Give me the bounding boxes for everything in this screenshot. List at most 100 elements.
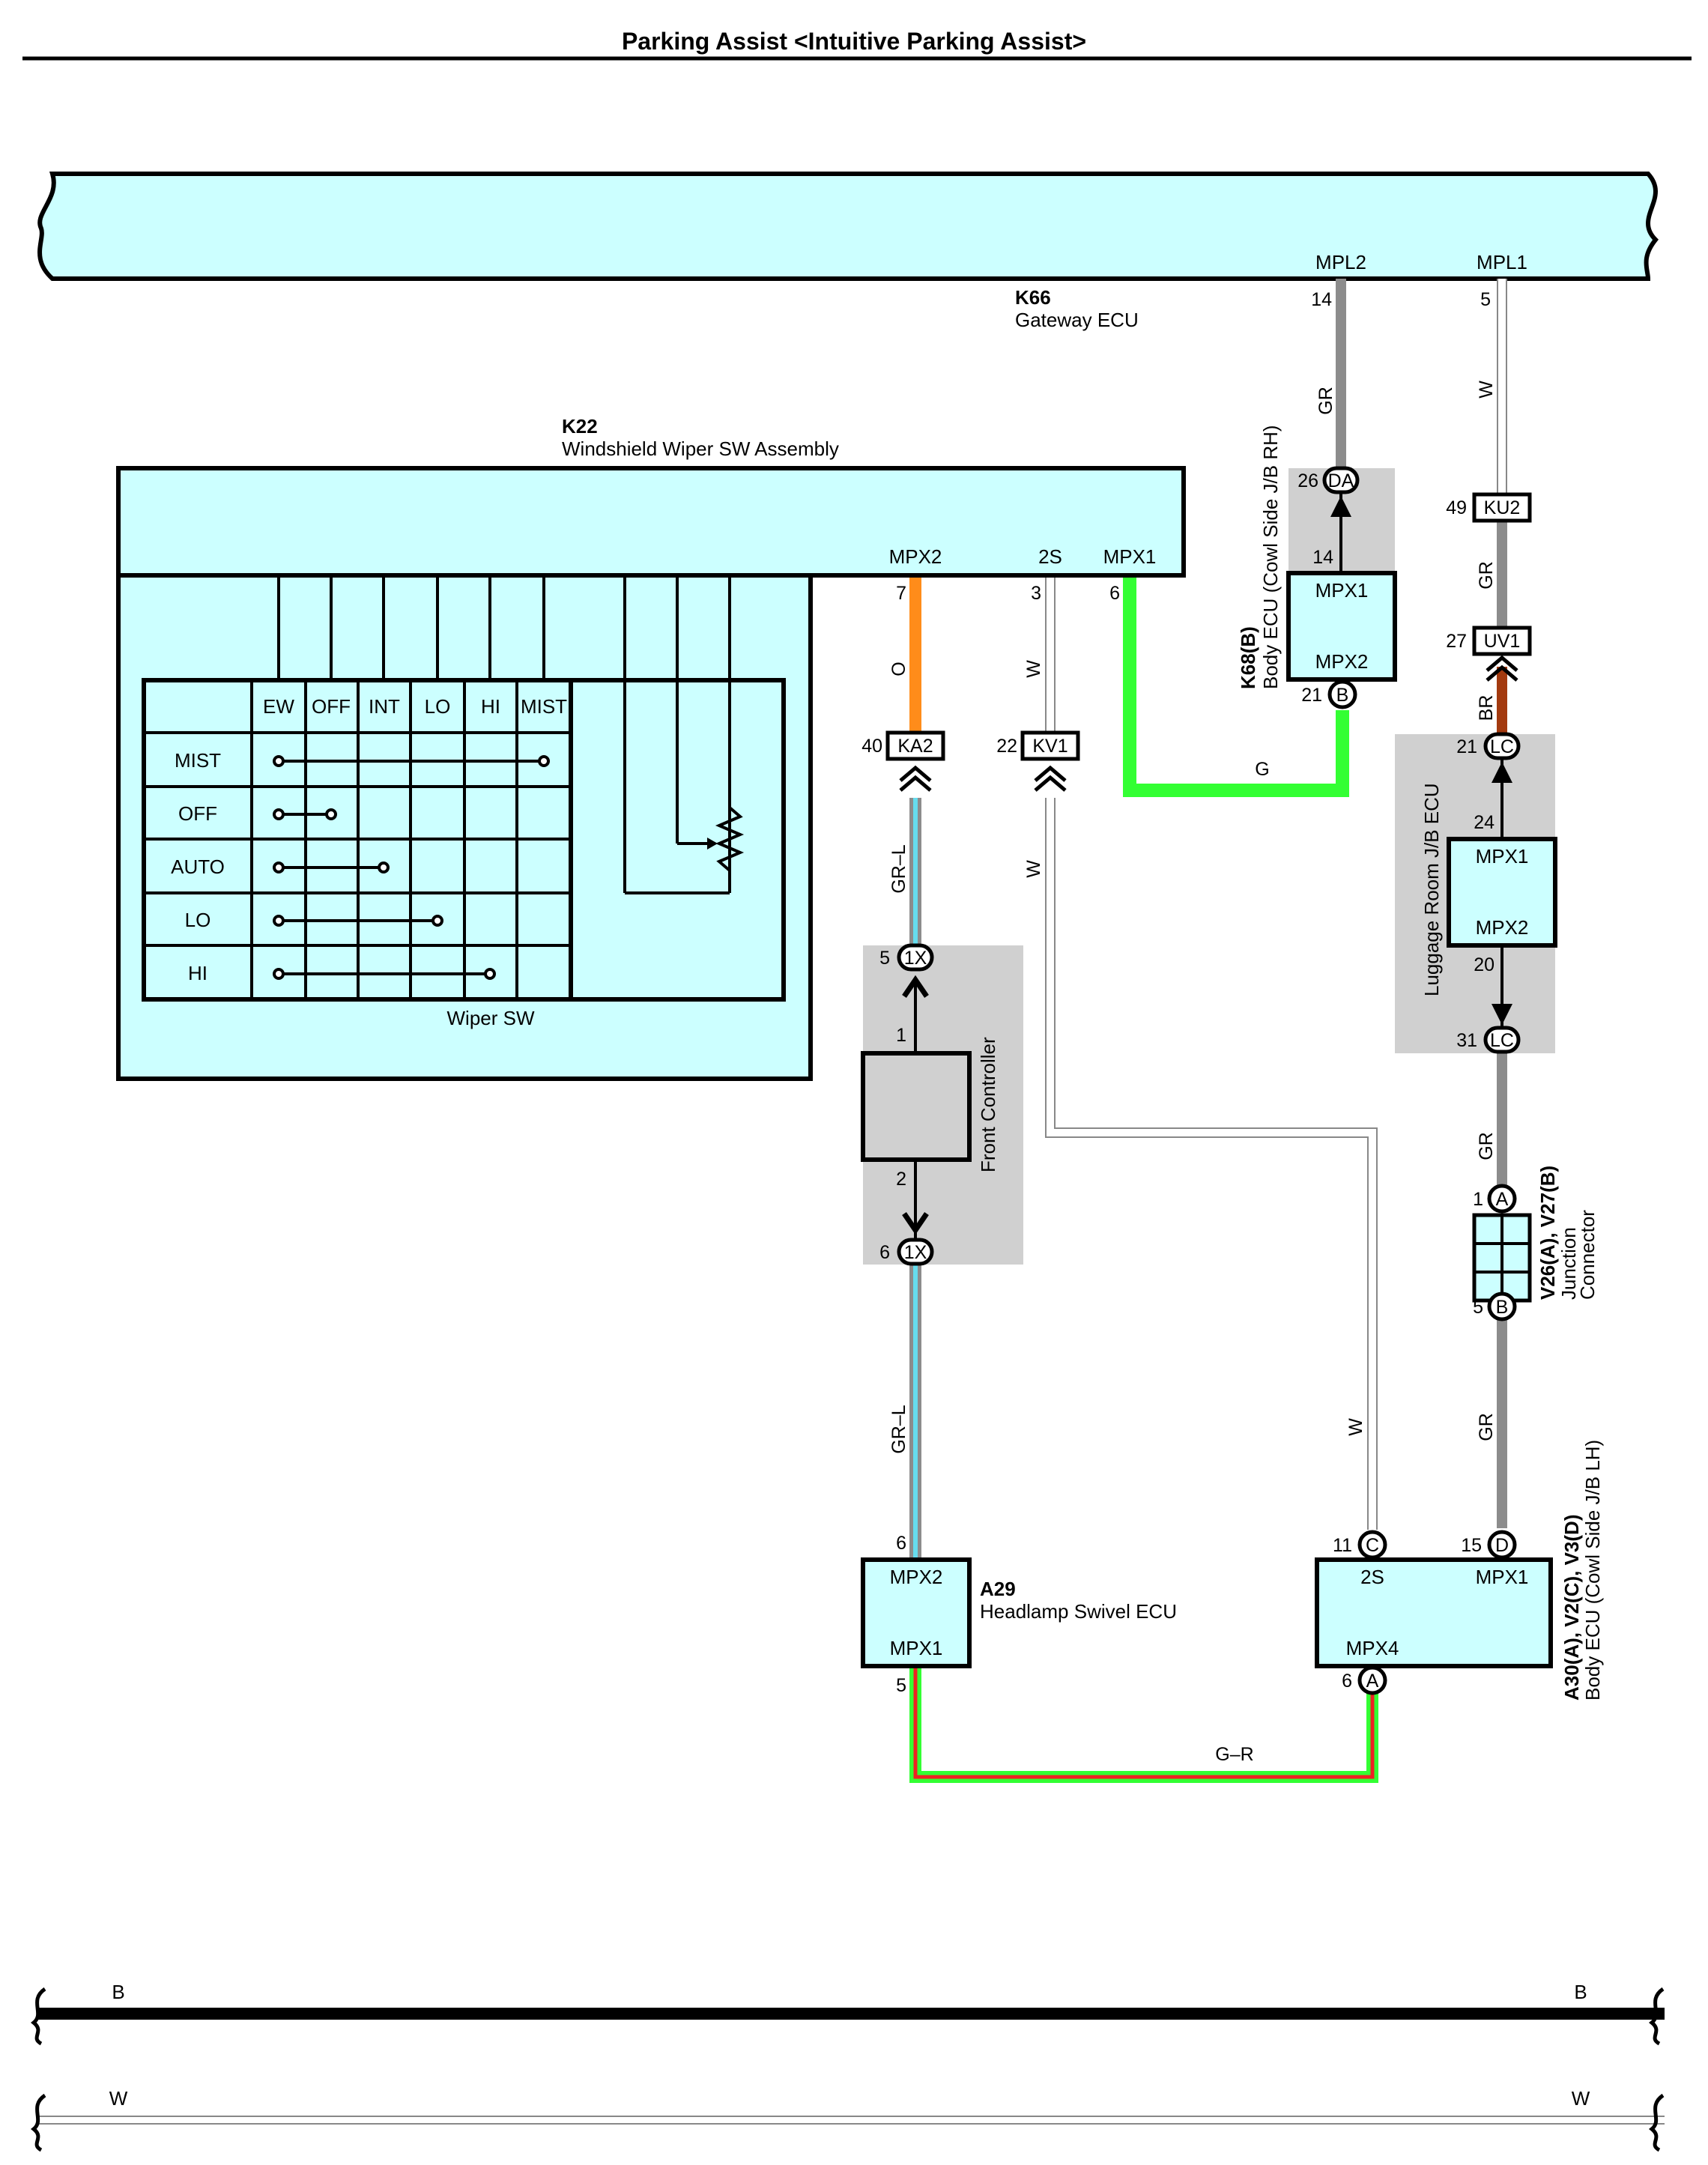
bus-b-right-cap xyxy=(1649,1987,1665,2046)
wiper-sw-label: Wiper SW xyxy=(447,1007,535,1029)
wire-label-br-uv1: BR xyxy=(1476,695,1497,721)
ku2-connector-pin: 49 xyxy=(1446,497,1467,518)
wire-label-grl-lower: GR–L xyxy=(888,1405,909,1453)
junction-line2: Connector xyxy=(1576,1210,1599,1300)
da-connector-code: DA xyxy=(1328,470,1354,491)
page-title: Parking Assist <Intuitive Parking Assist… xyxy=(622,28,1086,55)
bus-b-left-cap xyxy=(31,1987,46,2046)
wire-g-body xyxy=(1123,575,1349,797)
wiper-code: K22 xyxy=(562,415,598,437)
ku2-connector xyxy=(1472,492,1532,523)
body-ecu-rh xyxy=(1286,571,1397,682)
front-controller-name: Front Controller xyxy=(977,1037,999,1172)
bus-w-left-label: W xyxy=(109,2087,128,2110)
front-controller-1x-top-pin: 5 xyxy=(879,948,890,969)
front-controller-pin-bottom-no: 2 xyxy=(896,1169,906,1190)
switch-table-grid xyxy=(144,680,573,999)
body-ecu-lh-pin-d-letter: D xyxy=(1495,1535,1509,1556)
bus-w-right-cap xyxy=(1649,2093,1665,2152)
body-ecu-rh-pin-top: MPX1 xyxy=(1315,579,1369,602)
ka2-connector-pin: 40 xyxy=(861,736,882,757)
ka2-connector xyxy=(885,730,945,761)
junction-pin-a-no: 1 xyxy=(1473,1189,1483,1210)
sw-row-hi: HI xyxy=(188,962,208,984)
front-controller-pin-top-no: 1 xyxy=(896,1025,906,1046)
body-ecu-lh-pin-2s: 2S xyxy=(1360,1566,1384,1588)
junction-connector-grid xyxy=(1474,1215,1530,1300)
wiper-pin-2s: 2S xyxy=(1038,545,1062,568)
gateway-pin-mpl1: MPL1 xyxy=(1477,251,1527,273)
kv1-connector xyxy=(1020,730,1080,761)
body-ecu-lh-code: A30(A), V2(C), V3(D) xyxy=(1560,1515,1583,1701)
body-ecu-rh-pin-b xyxy=(1327,679,1357,709)
front-controller-1x-bottom-code: 1X xyxy=(904,1242,927,1263)
wire-w-lower-inner xyxy=(1047,798,1376,1530)
front-controller-chevron-bottom-icon xyxy=(902,1212,929,1235)
body-ecu-lh-pin-d-no: 15 xyxy=(1461,1535,1482,1556)
wire-w-lower-outer xyxy=(1045,798,1378,1530)
body-ecu-lh-pin-mpx1: MPX1 xyxy=(1476,1566,1529,1588)
wire-label-gr-ku2: GR xyxy=(1476,561,1497,590)
body-ecu-lh-pin-a-letter: A xyxy=(1366,1671,1379,1692)
body-ecu-lh-pin-c-no: 11 xyxy=(1333,1535,1352,1556)
lc-connector-top-pin: 21 xyxy=(1456,736,1477,757)
headlamp-pin-bottom-no: 5 xyxy=(896,1675,906,1696)
wire-gr-bottom-inner xyxy=(913,1667,1375,1779)
wire-label-o-wiper: O xyxy=(888,661,909,676)
sw-col-int: INT xyxy=(369,695,400,718)
bus-w-left-cap xyxy=(31,2093,46,2152)
wiper-resistor-icon xyxy=(715,806,745,872)
wire-gr-bottom-outer xyxy=(909,1667,1378,1783)
uv1-connector-pin: 27 xyxy=(1446,631,1467,652)
luggage-arrow-up-icon xyxy=(1492,762,1512,783)
body-ecu-rh-arrow-icon xyxy=(1330,496,1351,517)
body-ecu-lh xyxy=(1315,1557,1553,1668)
headlamp-pin-bottom: MPX1 xyxy=(890,1637,943,1659)
luggage-pin-top: MPX1 xyxy=(1476,845,1529,867)
wire-label-gr-gateway: GR xyxy=(1315,387,1336,415)
luggage-arrow-down-icon xyxy=(1492,1004,1512,1025)
lc-connector-bottom-pin: 31 xyxy=(1456,1030,1477,1051)
kv1-chevron-icon xyxy=(1034,765,1067,792)
lc-connector-bottom xyxy=(1483,1026,1521,1054)
body-ecu-rh-pin-bottom-no: 21 xyxy=(1301,685,1322,706)
body-ecu-lh-pin-a-no: 6 xyxy=(1342,1671,1352,1692)
headlamp-ecu xyxy=(861,1557,972,1668)
wiper-name: Windshield Wiper SW Assembly xyxy=(562,437,839,460)
bus-w-right-label: W xyxy=(1572,2087,1590,2110)
body-ecu-lh-name: Body ECU (Cowl Side J/B LH) xyxy=(1581,1440,1604,1701)
wiper-pin-2s-no: 3 xyxy=(1031,583,1041,604)
luggage-pin-top-no: 24 xyxy=(1474,812,1494,833)
junction-pin-a-letter: A xyxy=(1496,1189,1509,1210)
front-controller-1x-top xyxy=(897,943,934,972)
lc-connector-top-code: LC xyxy=(1490,736,1514,757)
body-ecu-rh-pin-bottom: MPX2 xyxy=(1315,650,1369,673)
wiper-resistor-arrow-icon xyxy=(707,838,718,850)
luggage-pin-bottom: MPX2 xyxy=(1476,916,1529,939)
lc-connector-bottom-code: LC xyxy=(1490,1030,1514,1051)
body-ecu-lh-pin-c xyxy=(1357,1530,1387,1560)
junction-pin-a xyxy=(1487,1184,1517,1214)
wiper-pin-mpx1: MPX1 xyxy=(1103,545,1157,568)
wire-label-gr-lc: GR xyxy=(1476,1132,1497,1160)
ka2-connector-code: KA2 xyxy=(897,736,933,757)
junction-code: V26(A), V27(B) xyxy=(1536,1166,1559,1300)
uv1-connector-code: UV1 xyxy=(1484,631,1521,652)
wire-label-w-gateway: W xyxy=(1476,381,1497,399)
body-ecu-lh-pin-mpx4: MPX4 xyxy=(1346,1637,1399,1659)
gateway-ecu-band xyxy=(37,172,1659,281)
junction-line1: Junction xyxy=(1557,1227,1580,1300)
junction-pin-b-no: 5 xyxy=(1473,1297,1483,1318)
sw-row-off: OFF xyxy=(178,802,217,825)
sw-row-lo: LO xyxy=(185,909,211,931)
junction-pin-b-letter: B xyxy=(1496,1297,1509,1318)
luggage-pin-bottom-no: 20 xyxy=(1474,954,1494,975)
headlamp-pin-top-no: 6 xyxy=(896,1533,906,1554)
junction-pin-b xyxy=(1487,1292,1517,1321)
body-ecu-lh-pin-d xyxy=(1487,1530,1517,1560)
wire-label-gr-lower: GR xyxy=(1476,1413,1497,1441)
sw-col-hi: HI xyxy=(481,695,500,718)
bus-b-right-label: B xyxy=(1574,1981,1587,2003)
wiper-pin-mpx1-no: 6 xyxy=(1109,583,1120,604)
